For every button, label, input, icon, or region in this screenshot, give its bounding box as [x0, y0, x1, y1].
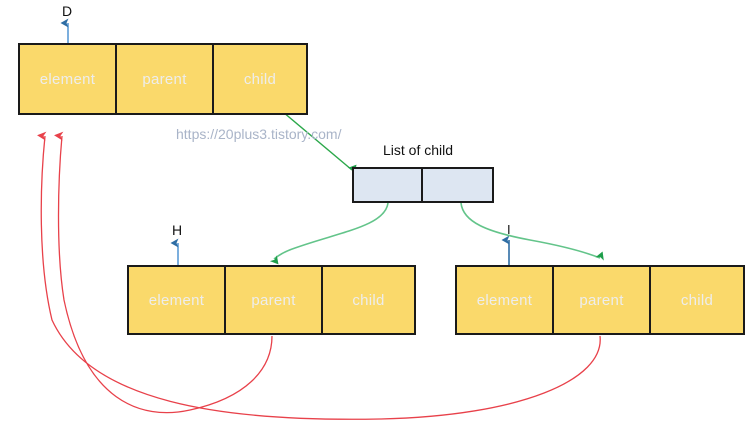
struct-node-d[interactable]: element parent child: [18, 43, 308, 115]
list-of-child-node[interactable]: [352, 167, 494, 203]
node-h-cell-child[interactable]: child: [323, 267, 414, 333]
list-cell-0[interactable]: [354, 169, 423, 201]
node-h-cell-parent[interactable]: parent: [226, 267, 323, 333]
green-curve-list1-to-nodeh: [269, 202, 389, 265]
node-d-cell-child[interactable]: child: [214, 45, 306, 113]
pointer-label-i: I: [507, 222, 511, 237]
pointer-label-d: D: [62, 3, 73, 19]
struct-node-h[interactable]: element parent child: [127, 265, 416, 335]
node-i-cell-child[interactable]: child: [651, 267, 743, 333]
node-d-cell-element[interactable]: element: [20, 45, 117, 113]
struct-node-i[interactable]: element parent child: [455, 265, 745, 335]
pointer-label-h: H: [172, 222, 183, 238]
node-i-cell-element[interactable]: element: [457, 267, 554, 333]
node-d-cell-parent[interactable]: parent: [117, 45, 214, 113]
list-of-child-caption: List of child: [383, 142, 454, 158]
node-h-cell-element[interactable]: element: [129, 267, 226, 333]
green-curve-list2-to-nodei: [460, 202, 604, 261]
watermark-url: https://20plus3.tistory.com/: [176, 126, 342, 142]
list-cell-1[interactable]: [423, 169, 492, 201]
node-i-cell-parent[interactable]: parent: [554, 267, 651, 333]
